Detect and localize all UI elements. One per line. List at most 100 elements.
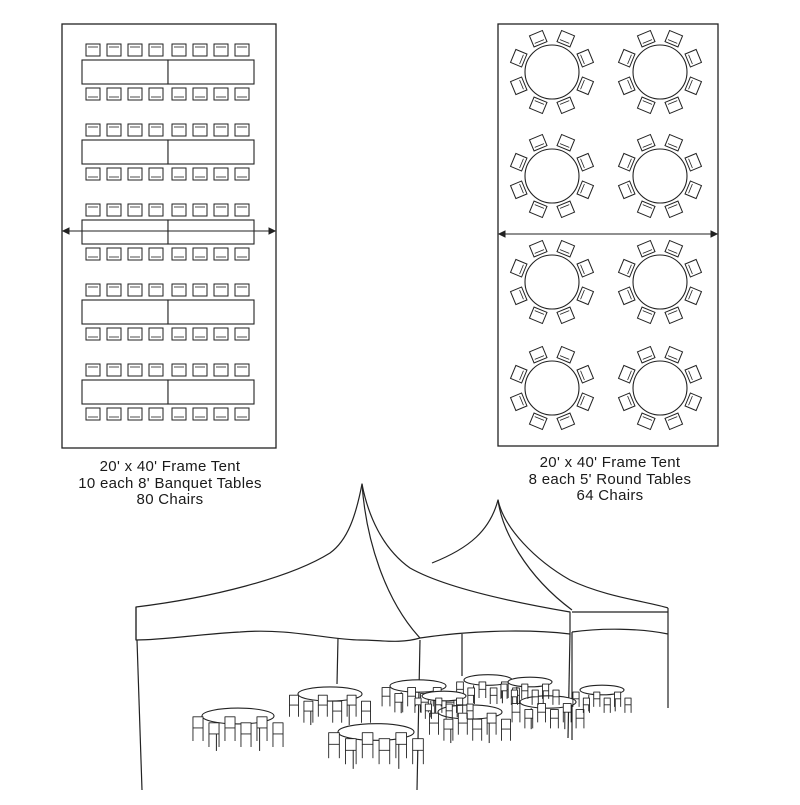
scene-chair xyxy=(572,691,580,707)
chair-back xyxy=(580,264,585,275)
chair xyxy=(171,407,187,421)
chair-seat xyxy=(664,239,684,258)
scene-table-group xyxy=(192,707,284,751)
scene-chair xyxy=(500,683,508,699)
chair xyxy=(85,283,101,297)
chair-back xyxy=(289,694,299,706)
scene-chair xyxy=(424,703,432,719)
chair xyxy=(509,48,528,68)
chair xyxy=(171,87,187,101)
chair xyxy=(127,123,143,137)
chair xyxy=(556,96,576,115)
scene-table xyxy=(579,684,625,696)
chair-back xyxy=(381,687,391,697)
chair xyxy=(106,407,122,421)
chair-back xyxy=(667,204,678,209)
chair xyxy=(509,258,528,278)
chair xyxy=(664,96,684,115)
scene-chair xyxy=(524,709,534,729)
scene-chair xyxy=(542,683,550,699)
scene-table-group xyxy=(328,723,424,769)
chair-seat xyxy=(684,76,703,96)
chair xyxy=(192,407,208,421)
chair xyxy=(192,43,208,57)
chair xyxy=(234,123,250,137)
chair xyxy=(171,167,187,181)
chair xyxy=(192,167,208,181)
chair xyxy=(664,412,684,431)
chair-back xyxy=(559,39,570,44)
chair-seat xyxy=(684,258,703,278)
chair-back xyxy=(627,264,632,275)
chair-back xyxy=(542,683,550,692)
scene-chair xyxy=(394,693,404,713)
floorplan-banquet xyxy=(61,23,277,449)
chair-back xyxy=(435,697,443,706)
chair xyxy=(509,152,528,172)
scene-chair xyxy=(472,718,483,741)
round-table-group xyxy=(509,29,595,115)
chair xyxy=(106,167,122,181)
chair xyxy=(636,29,656,48)
banquet-table xyxy=(167,139,255,165)
chair xyxy=(556,412,576,431)
chair-seat xyxy=(684,392,703,412)
chair xyxy=(234,247,250,261)
chair xyxy=(617,152,636,172)
scene-chair xyxy=(303,700,314,723)
chair xyxy=(234,203,250,217)
chair xyxy=(684,392,703,412)
chair-seat xyxy=(528,133,548,152)
chair xyxy=(636,239,656,258)
scene-table xyxy=(421,690,467,702)
chair xyxy=(106,247,122,261)
chair-back xyxy=(361,732,374,745)
scene-chair xyxy=(346,694,357,717)
chair xyxy=(556,133,576,152)
chair-seat xyxy=(556,345,576,364)
chair-back xyxy=(642,355,653,360)
scene-chair xyxy=(414,697,422,713)
chair xyxy=(528,239,548,258)
chair xyxy=(664,133,684,152)
caption-round-line-3: 64 Chairs xyxy=(576,487,644,504)
chair-back xyxy=(552,689,560,698)
chair-back xyxy=(642,100,653,105)
chair-back xyxy=(614,691,622,700)
chair xyxy=(509,76,528,96)
chair-seat xyxy=(664,412,684,431)
scene-table-group xyxy=(572,684,632,713)
chair-back xyxy=(378,738,391,751)
chair-back xyxy=(407,687,416,697)
chair-back xyxy=(537,703,546,713)
chair-seat xyxy=(556,29,576,48)
chair-back xyxy=(593,691,601,700)
chair-back xyxy=(667,355,678,360)
chair xyxy=(528,306,548,325)
chair-back xyxy=(456,681,464,690)
chair-seat xyxy=(617,180,636,200)
chair-back xyxy=(395,732,407,745)
chair xyxy=(106,43,122,57)
chair xyxy=(617,286,636,306)
chair xyxy=(106,87,122,101)
chair-seat xyxy=(684,48,703,68)
chair xyxy=(85,123,101,137)
chair-back xyxy=(240,722,252,735)
scene-chair xyxy=(552,689,560,705)
round-table xyxy=(632,360,688,416)
scene-chair xyxy=(378,738,391,765)
chair xyxy=(617,48,636,68)
chair-seat xyxy=(528,412,548,431)
chair-back xyxy=(667,100,678,105)
chair xyxy=(213,327,229,341)
scene-chair xyxy=(345,738,357,765)
chair-back xyxy=(519,264,524,275)
chair-seat xyxy=(664,133,684,152)
chair xyxy=(664,306,684,325)
chair-seat xyxy=(556,412,576,431)
tent-scene-tables xyxy=(192,674,632,769)
chair xyxy=(576,76,595,96)
chair xyxy=(213,247,229,261)
chair xyxy=(192,203,208,217)
